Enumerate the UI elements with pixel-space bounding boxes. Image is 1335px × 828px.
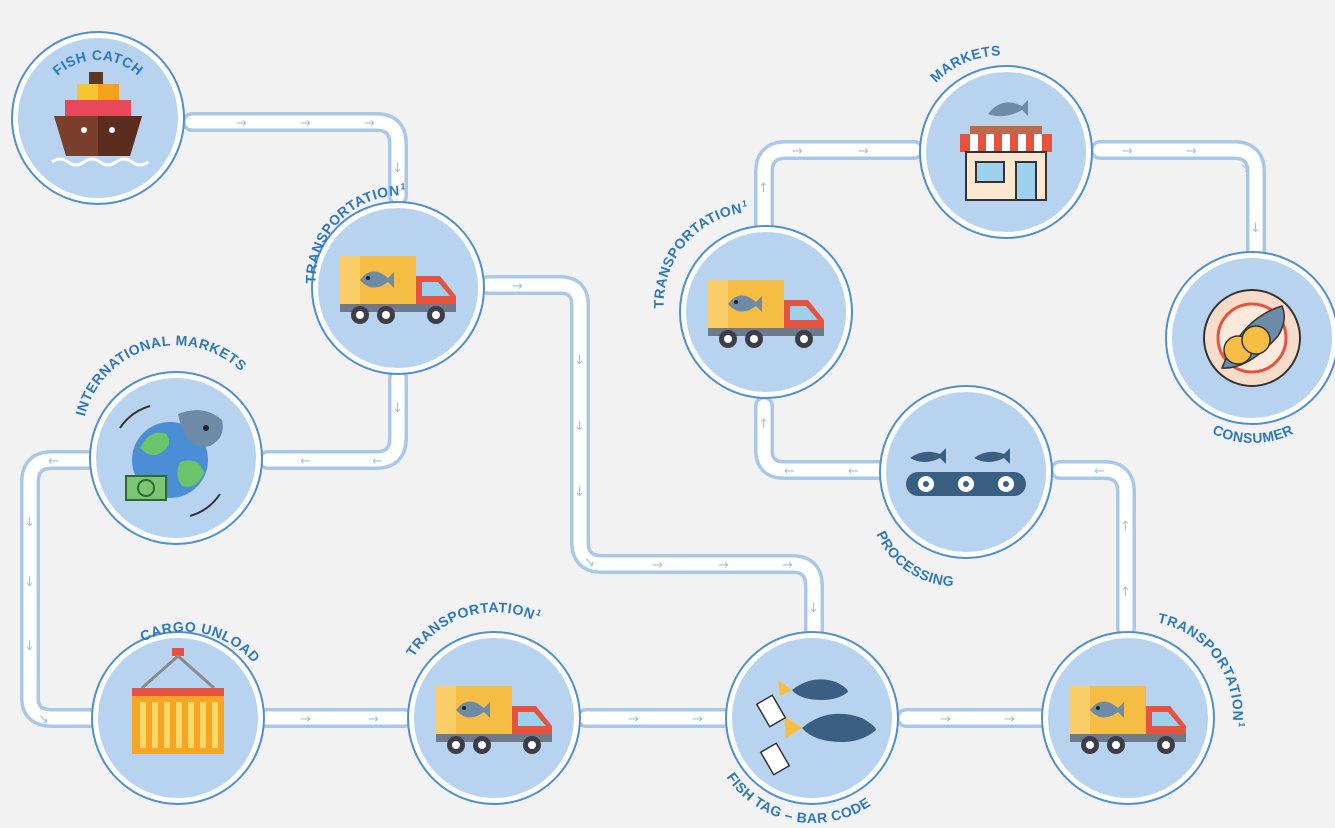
svg-text:←: ← <box>300 454 311 469</box>
svg-text:↓: ↓ <box>24 575 35 590</box>
svg-text:↓: ↓ <box>24 515 35 530</box>
svg-text:→: → <box>364 116 375 131</box>
direction-arrows: →→→ ↓ ↓ ←← ← ↓↓↓ ↘ →→ →→ →→ ↑↑ ← ←← ↑ ↑ … <box>24 116 1261 727</box>
svg-text:←: ← <box>848 464 859 479</box>
label-consumer: CONSUMER <box>1210 421 1295 446</box>
svg-text:←: ← <box>372 454 383 469</box>
truck-icon <box>436 686 552 754</box>
svg-text:↑: ↑ <box>1120 519 1131 534</box>
svg-text:↑: ↑ <box>758 417 769 432</box>
ship-icon <box>51 72 149 167</box>
tagged-fish-icon <box>755 679 876 776</box>
svg-text:↓: ↓ <box>574 353 585 368</box>
svg-text:↘: ↘ <box>584 555 595 570</box>
truck-icon <box>1070 686 1186 754</box>
svg-text:↓: ↓ <box>392 161 403 176</box>
svg-text:→: → <box>300 116 311 131</box>
svg-text:←: ← <box>784 464 795 479</box>
truck-icon <box>708 280 824 348</box>
svg-text:→: → <box>1122 144 1133 159</box>
truck-icon <box>340 256 456 324</box>
svg-text:↓: ↓ <box>574 485 585 500</box>
svg-text:↑: ↑ <box>1120 585 1131 600</box>
svg-text:→: → <box>1186 144 1197 159</box>
svg-text:→: → <box>718 558 729 573</box>
svg-text:→: → <box>512 279 523 294</box>
svg-text:→: → <box>940 712 951 727</box>
connector-paths <box>20 112 1266 728</box>
fish-plate-icon <box>1203 289 1301 387</box>
svg-text:←: ← <box>1094 464 1105 479</box>
svg-text:→: → <box>1004 712 1015 727</box>
svg-text:→: → <box>236 116 247 131</box>
svg-text:→: → <box>368 712 379 727</box>
cargo-container-icon <box>132 648 224 754</box>
svg-text:↓: ↓ <box>392 401 403 416</box>
svg-text:↘: ↘ <box>38 712 49 727</box>
conveyor-icon <box>906 448 1026 496</box>
svg-text:↑: ↑ <box>758 181 769 196</box>
svg-text:→: → <box>652 558 663 573</box>
svg-text:→: → <box>692 712 703 727</box>
svg-text:↓: ↓ <box>24 639 35 654</box>
svg-text:→: → <box>858 144 869 159</box>
svg-text:↓: ↓ <box>808 601 819 616</box>
svg-text:→: → <box>792 144 803 159</box>
svg-text:→: → <box>300 712 311 727</box>
svg-text:↓: ↓ <box>574 419 585 434</box>
svg-text:↓: ↓ <box>1250 221 1261 236</box>
market-stall-icon <box>960 100 1052 201</box>
svg-text:→: → <box>628 712 639 727</box>
svg-text:→: → <box>782 558 793 573</box>
svg-text:↘: ↘ <box>1240 161 1251 176</box>
svg-text:←: ← <box>48 454 59 469</box>
globe-money-icon <box>119 405 223 517</box>
